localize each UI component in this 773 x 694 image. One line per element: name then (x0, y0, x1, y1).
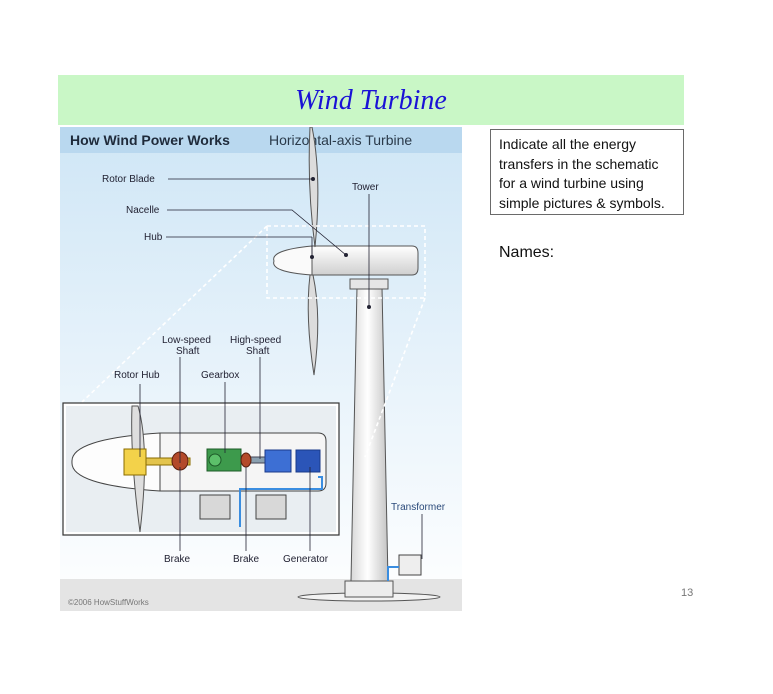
names-label: Names: (499, 244, 554, 262)
diagram-svg: How Wind Power Works Horizontal-axis Tur… (60, 127, 462, 611)
inset-support-1 (200, 495, 230, 519)
label-low-speed-shaft-1: Low-speed (162, 335, 211, 346)
nacelle (312, 246, 418, 275)
leader-dot (311, 177, 315, 181)
copyright: ©2006 HowStuffWorks (68, 598, 149, 607)
diagram-subheading: Horizontal-axis Turbine (269, 132, 412, 148)
slide-title: Wind Turbine (58, 85, 684, 117)
transformer-box (399, 555, 421, 575)
inset-generator (265, 450, 291, 472)
inset-rotor-hub (124, 449, 146, 475)
label-rotor-hub: Rotor Hub (114, 370, 160, 381)
inset-generator-2 (296, 450, 320, 472)
label-generator: Generator (283, 554, 329, 565)
label-nacelle: Nacelle (126, 205, 160, 216)
inset-brake-2 (241, 453, 251, 467)
leader-dot (367, 305, 371, 309)
label-gearbox: Gearbox (201, 370, 239, 381)
label-rotor-blade: Rotor Blade (102, 174, 155, 185)
diagram-heading: How Wind Power Works (70, 132, 230, 148)
leader-dot (344, 253, 348, 257)
leader-dot (310, 255, 314, 259)
title-bar: Wind Turbine (58, 75, 684, 125)
label-transformer: Transformer (391, 502, 446, 513)
label-high-speed-shaft-1: High-speed (230, 335, 281, 346)
wind-turbine-diagram: How Wind Power Works Horizontal-axis Tur… (60, 127, 462, 611)
page-number: 13 (681, 587, 693, 599)
label-low-speed-shaft-2: Shaft (176, 346, 200, 357)
instruction-box: Indicate all the energy transfers in the… (490, 129, 684, 215)
label-tower: Tower (352, 182, 379, 193)
label-brake-1: Brake (164, 554, 191, 565)
inset-gear (209, 454, 221, 466)
label-brake-2: Brake (233, 554, 260, 565)
sky-background (60, 127, 462, 611)
tower-foot (345, 581, 393, 597)
label-hub: Hub (144, 232, 163, 243)
label-high-speed-shaft-2: Shaft (246, 346, 270, 357)
inset-support-2 (256, 495, 286, 519)
instruction-text: Indicate all the energy transfers in the… (499, 136, 665, 211)
tower (351, 287, 388, 581)
